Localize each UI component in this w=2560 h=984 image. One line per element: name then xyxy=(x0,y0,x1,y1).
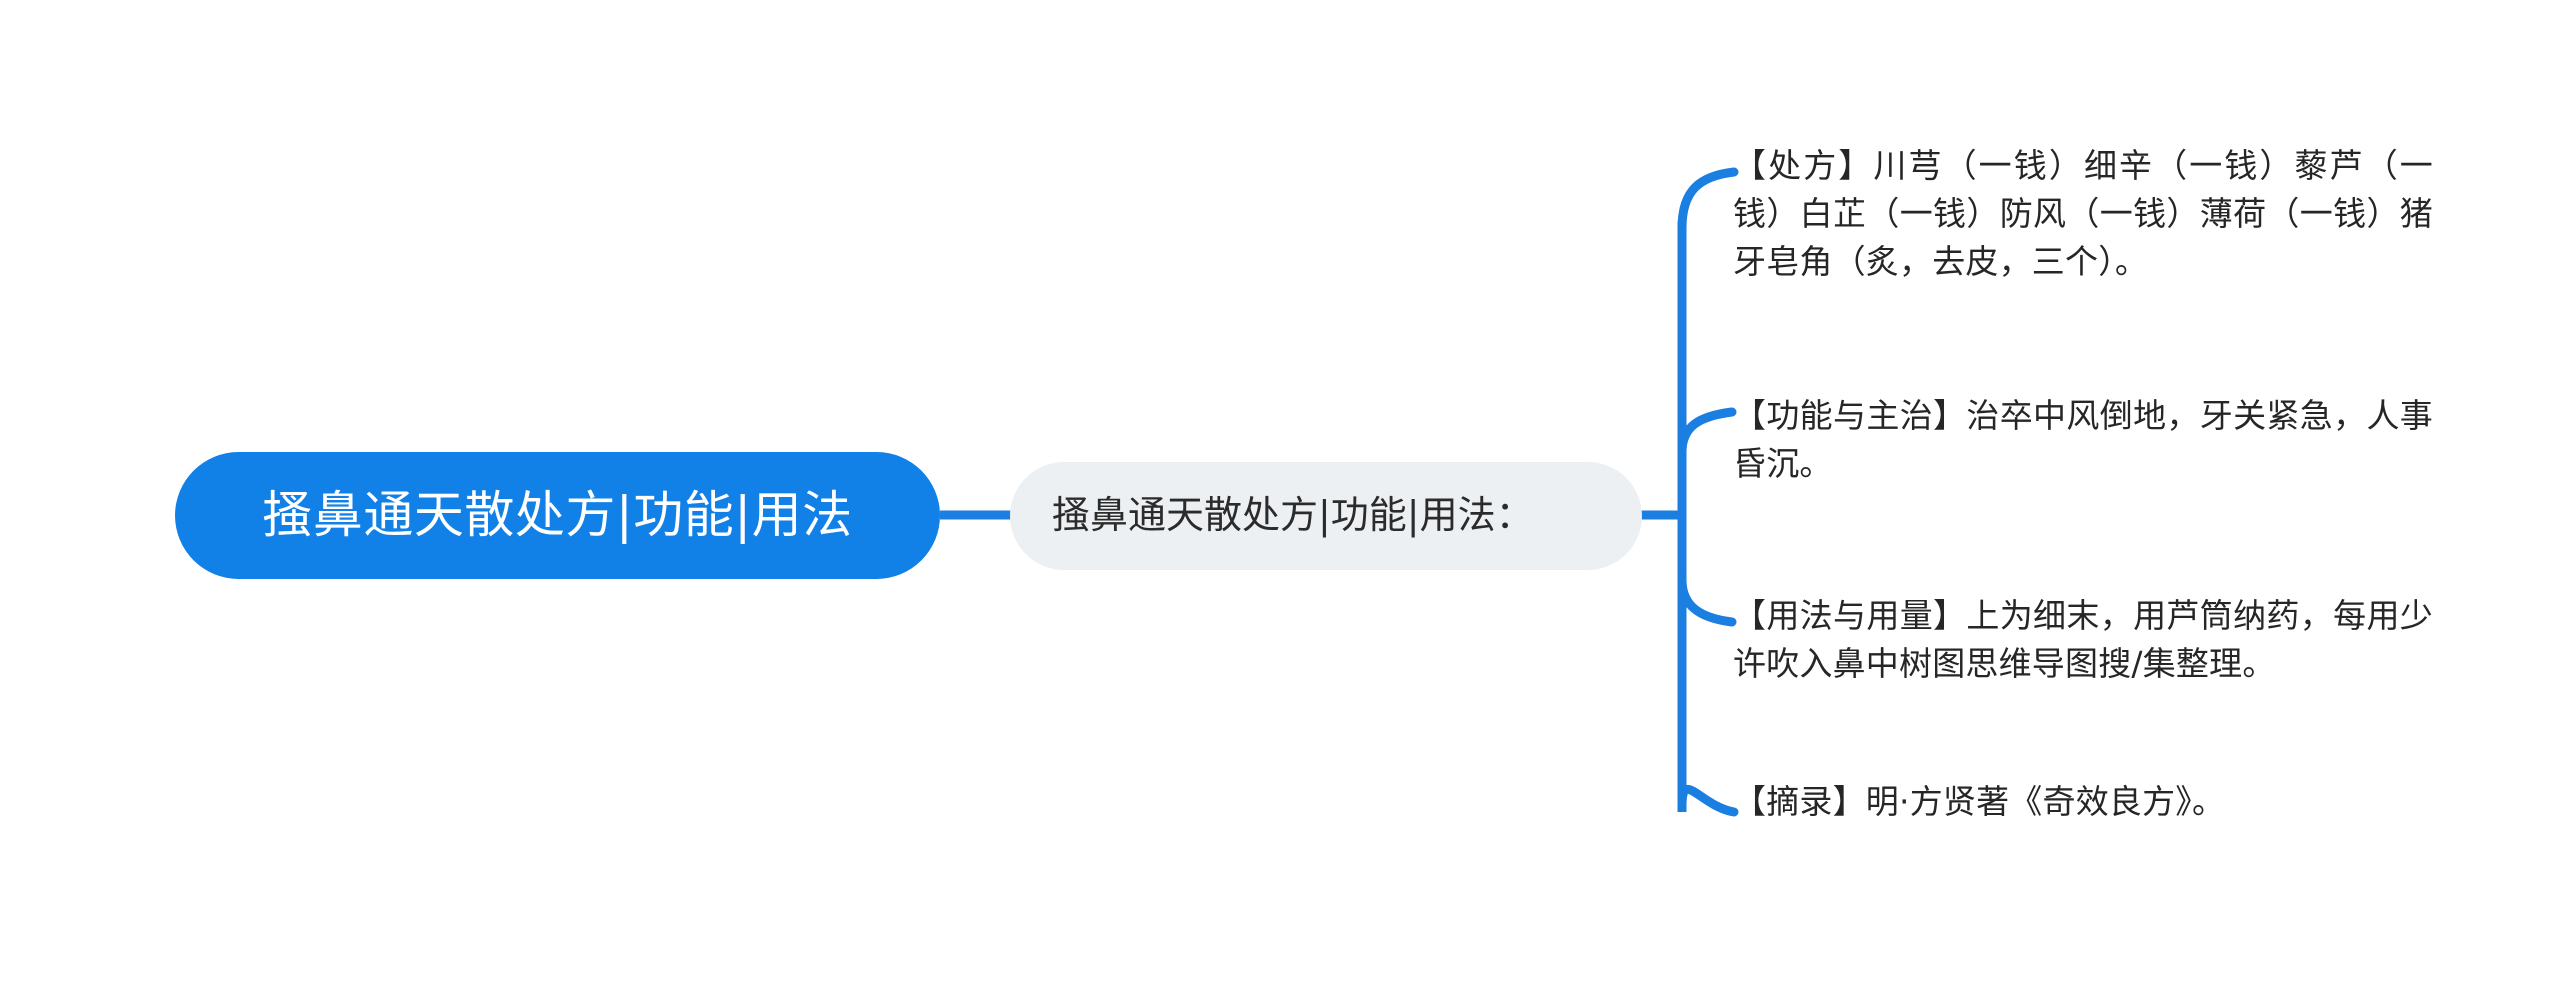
leaf-node-prescription[interactable]: 【处方】川芎（一钱）细辛（一钱）藜芦（一钱）白芷（一钱）防风（一钱）薄荷（一钱）… xyxy=(1733,146,2433,281)
root-node-label: 搔鼻通天散处方|功能|用法 xyxy=(262,486,853,544)
connector-curve-leaf-1 xyxy=(1677,407,1737,457)
leaf-node-usage-dosage[interactable]: 【用法与用量】上为细末，用芦筒纳药，每用少许吹入鼻中树图思维导图搜/集整理。 xyxy=(1733,596,2433,683)
branch-node[interactable]: 搔鼻通天散处方|功能|用法： xyxy=(1010,462,1642,570)
connector-curve-leaf-2 xyxy=(1677,575,1737,627)
leaf-node-source[interactable]: 【摘录】明·方贤著《奇效良方》。 xyxy=(1733,782,2226,821)
connector-curve-leaf-0 xyxy=(1677,167,1739,233)
leaf-node-function-indication[interactable]: 【功能与主治】治卒中风倒地，牙关紧急，人事昏沉。 xyxy=(1733,396,2433,483)
root-node[interactable]: 搔鼻通天散处方|功能|用法 xyxy=(175,452,940,579)
connector-curve-leaf-3 xyxy=(1677,785,1739,817)
branch-node-label: 搔鼻通天散处方|功能|用法： xyxy=(1052,493,1534,538)
